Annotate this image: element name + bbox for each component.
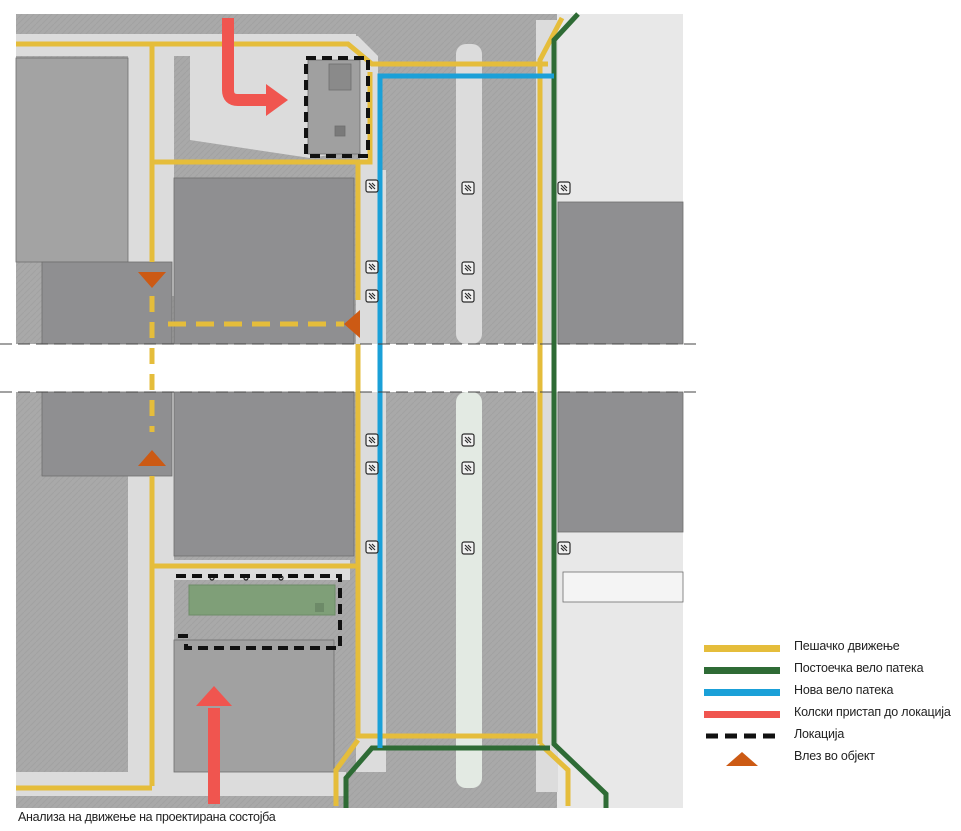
- legend-item-entrance: Влез во објект: [700, 748, 955, 768]
- entrance-triangle-icon: [700, 748, 780, 768]
- legend-swatch-3: [704, 711, 780, 718]
- green-area: [188, 584, 336, 616]
- legend-item-location: Локација: [700, 726, 955, 746]
- legend-label: Локација: [794, 727, 845, 741]
- dashed-line-icon: [700, 726, 780, 746]
- green-line-icon: [700, 660, 780, 680]
- legend-swatch-1: [704, 667, 780, 674]
- legend-label: Нова вело патека: [794, 683, 894, 697]
- legend-item-new-bike: Нова вело патека: [700, 682, 955, 702]
- entrance-markers: [138, 272, 360, 466]
- yellow-line-icon: [700, 638, 780, 658]
- legend-item-vehicle-access: Колски пристап до локација: [700, 704, 955, 724]
- legend-swatch-0: [704, 645, 780, 652]
- buildings: [15, 57, 684, 773]
- figure-caption: Анализа на движење на проектирана состој…: [18, 810, 276, 824]
- legend-label: Влез во објект: [794, 749, 875, 763]
- new-bike-path: [377, 73, 554, 748]
- legend-label: Пешачко движење: [794, 639, 900, 653]
- section-cut-lines: [0, 343, 700, 393]
- red-line-icon: [700, 704, 780, 724]
- existing-bike-path: [343, 12, 609, 808]
- legend-label: Колски пристап до локација: [794, 705, 951, 719]
- legend-label: Постоечка вело патека: [794, 661, 924, 675]
- legend-swatch-5: [726, 752, 758, 766]
- vehicle-access-arrows: [196, 18, 288, 804]
- legend-item-existing-bike: Постоечка вело патека: [700, 660, 955, 680]
- legend-swatch-2: [704, 689, 780, 696]
- location-outlines: [176, 56, 370, 650]
- blue-line-icon: [700, 682, 780, 702]
- legend-item-pedestrian: Пешачко движење: [700, 638, 955, 658]
